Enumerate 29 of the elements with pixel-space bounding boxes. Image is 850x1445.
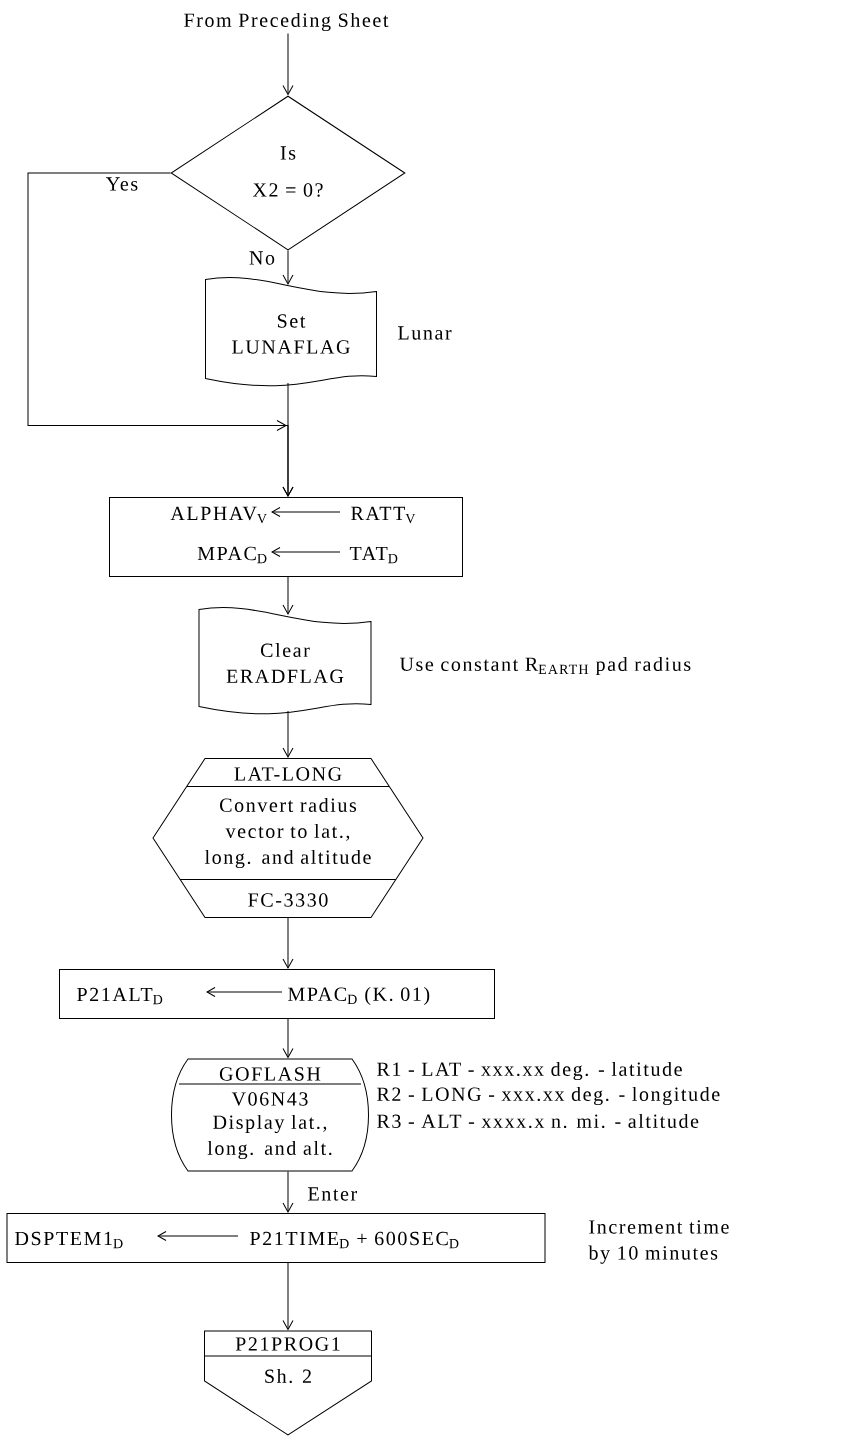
display-box: GOFLASH V06N43 Display lat., long. and alt.: [171, 1058, 369, 1172]
edge-label: Enter: [306, 1186, 359, 1202]
annotation-text: R3 - ALT - xxxx.x n. mi. - altitude: [377, 1113, 699, 1129]
process-box: P21ALT$_{D}$ MPAC$_{D}$ (K. 01): [59, 969, 495, 1019]
annotation-text: Lunar: [398, 326, 452, 340]
annotation-text: Increment time by 10 minutes: [588, 1220, 729, 1264]
arrow: [282, 1171, 294, 1213]
annotation-text: Use constant R$_{EARTH}$ pad radius: [399, 656, 691, 676]
arrow: [282, 1018, 294, 1058]
process-box: ALPHAV$_{V}$ RATT$_{V}$ MPAC$_{D}$ TAT$_{D}$: [109, 497, 463, 577]
node-label: DSPTEM1$_{D}$: [15, 1231, 123, 1249]
annotation-text: R1 - LAT - xxx.xx deg. - latitude: [377, 1061, 682, 1081]
arrow: [282, 250, 294, 285]
node-label: P21TIME$_{D}$ + 600SEC$_{D}$: [250, 1231, 459, 1249]
annotation-text: R2 - LONG - xxx.xx deg. - longitude: [377, 1086, 720, 1106]
arrow: [282, 576, 294, 615]
offpage-connector: P21PROG1 Sh. 2: [204, 1330, 372, 1436]
arrow: [282, 710, 294, 758]
card-box: Set LUNAFLAG: [205, 277, 377, 387]
process-box: DSPTEM1$_{D}$ P21TIME$_{D}$ + 600SEC$_{D}$: [6, 1213, 546, 1263]
arrow: [282, 382, 294, 497]
subroutine-hexagon: LAT-LONG Convert radius vector to lat., long. and altitude FC-3330: [152, 758, 424, 918]
card-box: Clear ERADFLAG: [198, 607, 372, 715]
sheet-reference-text: From Preceding Sheet: [184, 12, 389, 32]
arrow: [282, 1262, 294, 1330]
arrow: [282, 33, 294, 95]
arrow: [282, 917, 294, 969]
edge-label: Yes: [104, 176, 140, 192]
edge-label: No: [248, 250, 276, 266]
